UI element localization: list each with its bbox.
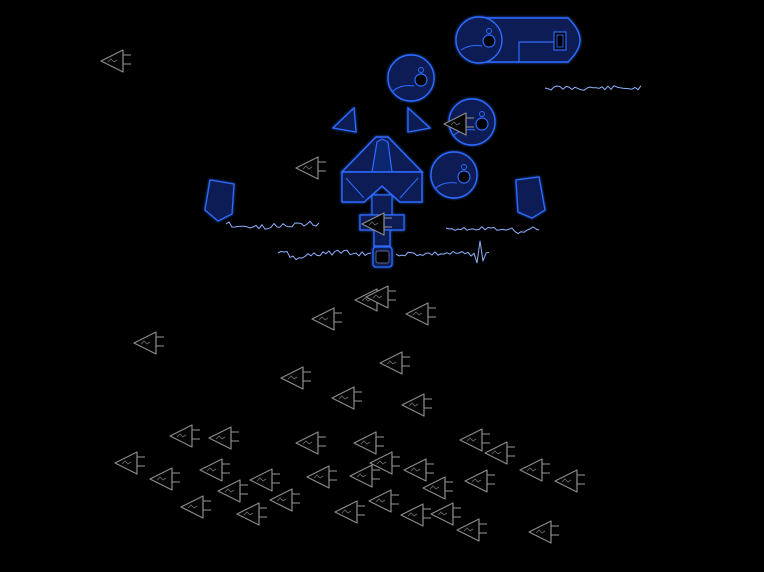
boss-mothership: [204, 16, 581, 268]
upper-right-fin: [407, 106, 432, 133]
energy-waves: [225, 85, 642, 264]
enemy-fighter: [236, 502, 268, 526]
enemy-fighter: [353, 431, 385, 455]
enemy-fighter: [459, 428, 491, 452]
wave-bottom-left: [277, 249, 372, 261]
enemy-fighter: [403, 458, 435, 482]
right-wing-pod: [515, 176, 546, 219]
orb-turret-1: [387, 54, 435, 102]
engine-exhaust: [372, 246, 393, 268]
enemy-fighter: [334, 500, 366, 524]
enemy-fighter: [306, 465, 338, 489]
enemy-fighter: [295, 156, 327, 180]
enemy-fighter: [430, 502, 462, 526]
enemy-fighter: [456, 518, 488, 542]
enemy-fighter: [269, 488, 301, 512]
enemy-fighter: [249, 468, 281, 492]
enemy-fighter: [368, 489, 400, 513]
enemy-fighter: [149, 467, 181, 491]
enemy-fighter: [114, 451, 146, 475]
enemy-fighter: [554, 469, 586, 493]
enemy-fighter: [484, 441, 516, 465]
wave-right: [445, 226, 540, 235]
core-ship: [340, 136, 424, 247]
enemy-fighter: [528, 520, 560, 544]
enemy-fighter: [199, 458, 231, 482]
orb-turret-3: [430, 151, 478, 199]
enemy-fighter: [295, 431, 327, 455]
enemy-fighter: [280, 366, 312, 390]
enemy-fighter: [311, 307, 343, 331]
enemy-fighter: [464, 469, 496, 493]
enemy-fighter: [400, 503, 432, 527]
enemy-fighter: [100, 49, 132, 73]
enemy-fighter: [519, 458, 551, 482]
wave-left: [225, 220, 320, 230]
enemy-fighter: [208, 426, 240, 450]
wave-bottom-right: [395, 240, 490, 264]
left-wing-pod: [204, 179, 235, 222]
enemy-fighter: [369, 451, 401, 475]
enemy-fighter: [405, 302, 437, 326]
cannon-module: [455, 16, 581, 64]
enemy-fighter: [349, 464, 381, 488]
enemy-fighter: [169, 424, 201, 448]
enemy-fighter: [401, 393, 433, 417]
upper-left-fin: [331, 106, 357, 133]
wave-top-right: [544, 85, 642, 91]
enemy-fighter: [379, 351, 411, 375]
enemy-fighter: [422, 476, 454, 500]
enemy-fighter: [133, 331, 165, 355]
enemy-fighter: [331, 386, 363, 410]
enemy-fighter: [217, 479, 249, 503]
enemy-fighter: [180, 495, 212, 519]
